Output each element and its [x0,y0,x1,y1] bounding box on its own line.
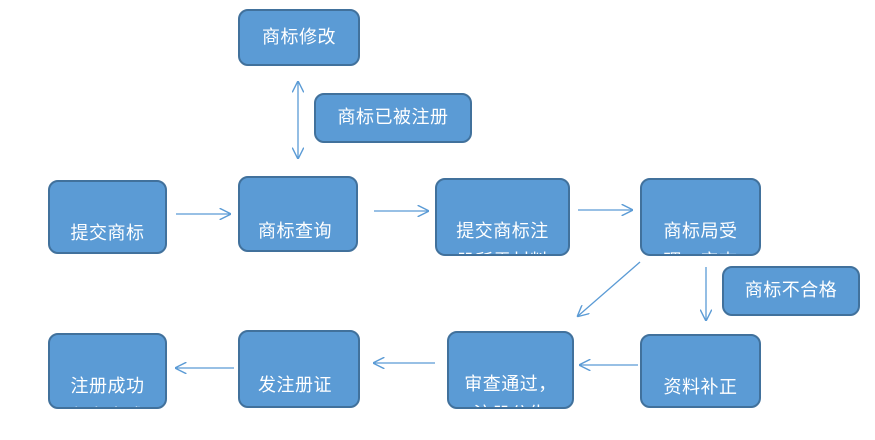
node-modify-trademark: 商标修改 [238,9,360,66]
node-review-passed-label: 审查通过， 注册公告 [464,374,557,407]
node-submit-materials: 提交商标注 册所需材料 [435,178,570,256]
node-submit-request-label: 提交商标 注册需求 [70,223,145,244]
node-registration-done: 注册成功 任务完成 [48,333,167,409]
node-submit-request: 提交商标 注册需求 [48,180,167,254]
node-modify-trademark-label: 商标修改 [262,26,336,48]
node-office-accepts-label: 商标局受 理、审查 [663,221,738,254]
node-supplement-docs: 资料补正 [640,334,761,408]
node-trademark-registered: 商标已被注册 [314,93,472,143]
node-supplement-docs-label: 资料补正 [663,377,738,398]
arrow-office-review [578,261,641,316]
node-submit-materials-label: 提交商标注 册所需材料 [456,221,549,254]
node-issue-certificate-label: 发注册证 [258,375,332,396]
node-issue-certificate: 发注册证 [238,330,360,408]
node-registration-done-label: 注册成功 任务完成 [70,376,145,407]
node-trademark-search: 商标查询 [238,176,358,252]
node-not-qualified: 商标不合格 [722,266,860,316]
node-office-accepts: 商标局受 理、审查 [640,178,761,256]
node-trademark-search-label: 商标查询 [258,221,332,242]
node-review-passed: 审查通过， 注册公告 [447,331,574,409]
node-not-qualified-label: 商标不合格 [744,280,838,301]
node-trademark-registered-label: 商标已被注册 [337,107,449,128]
